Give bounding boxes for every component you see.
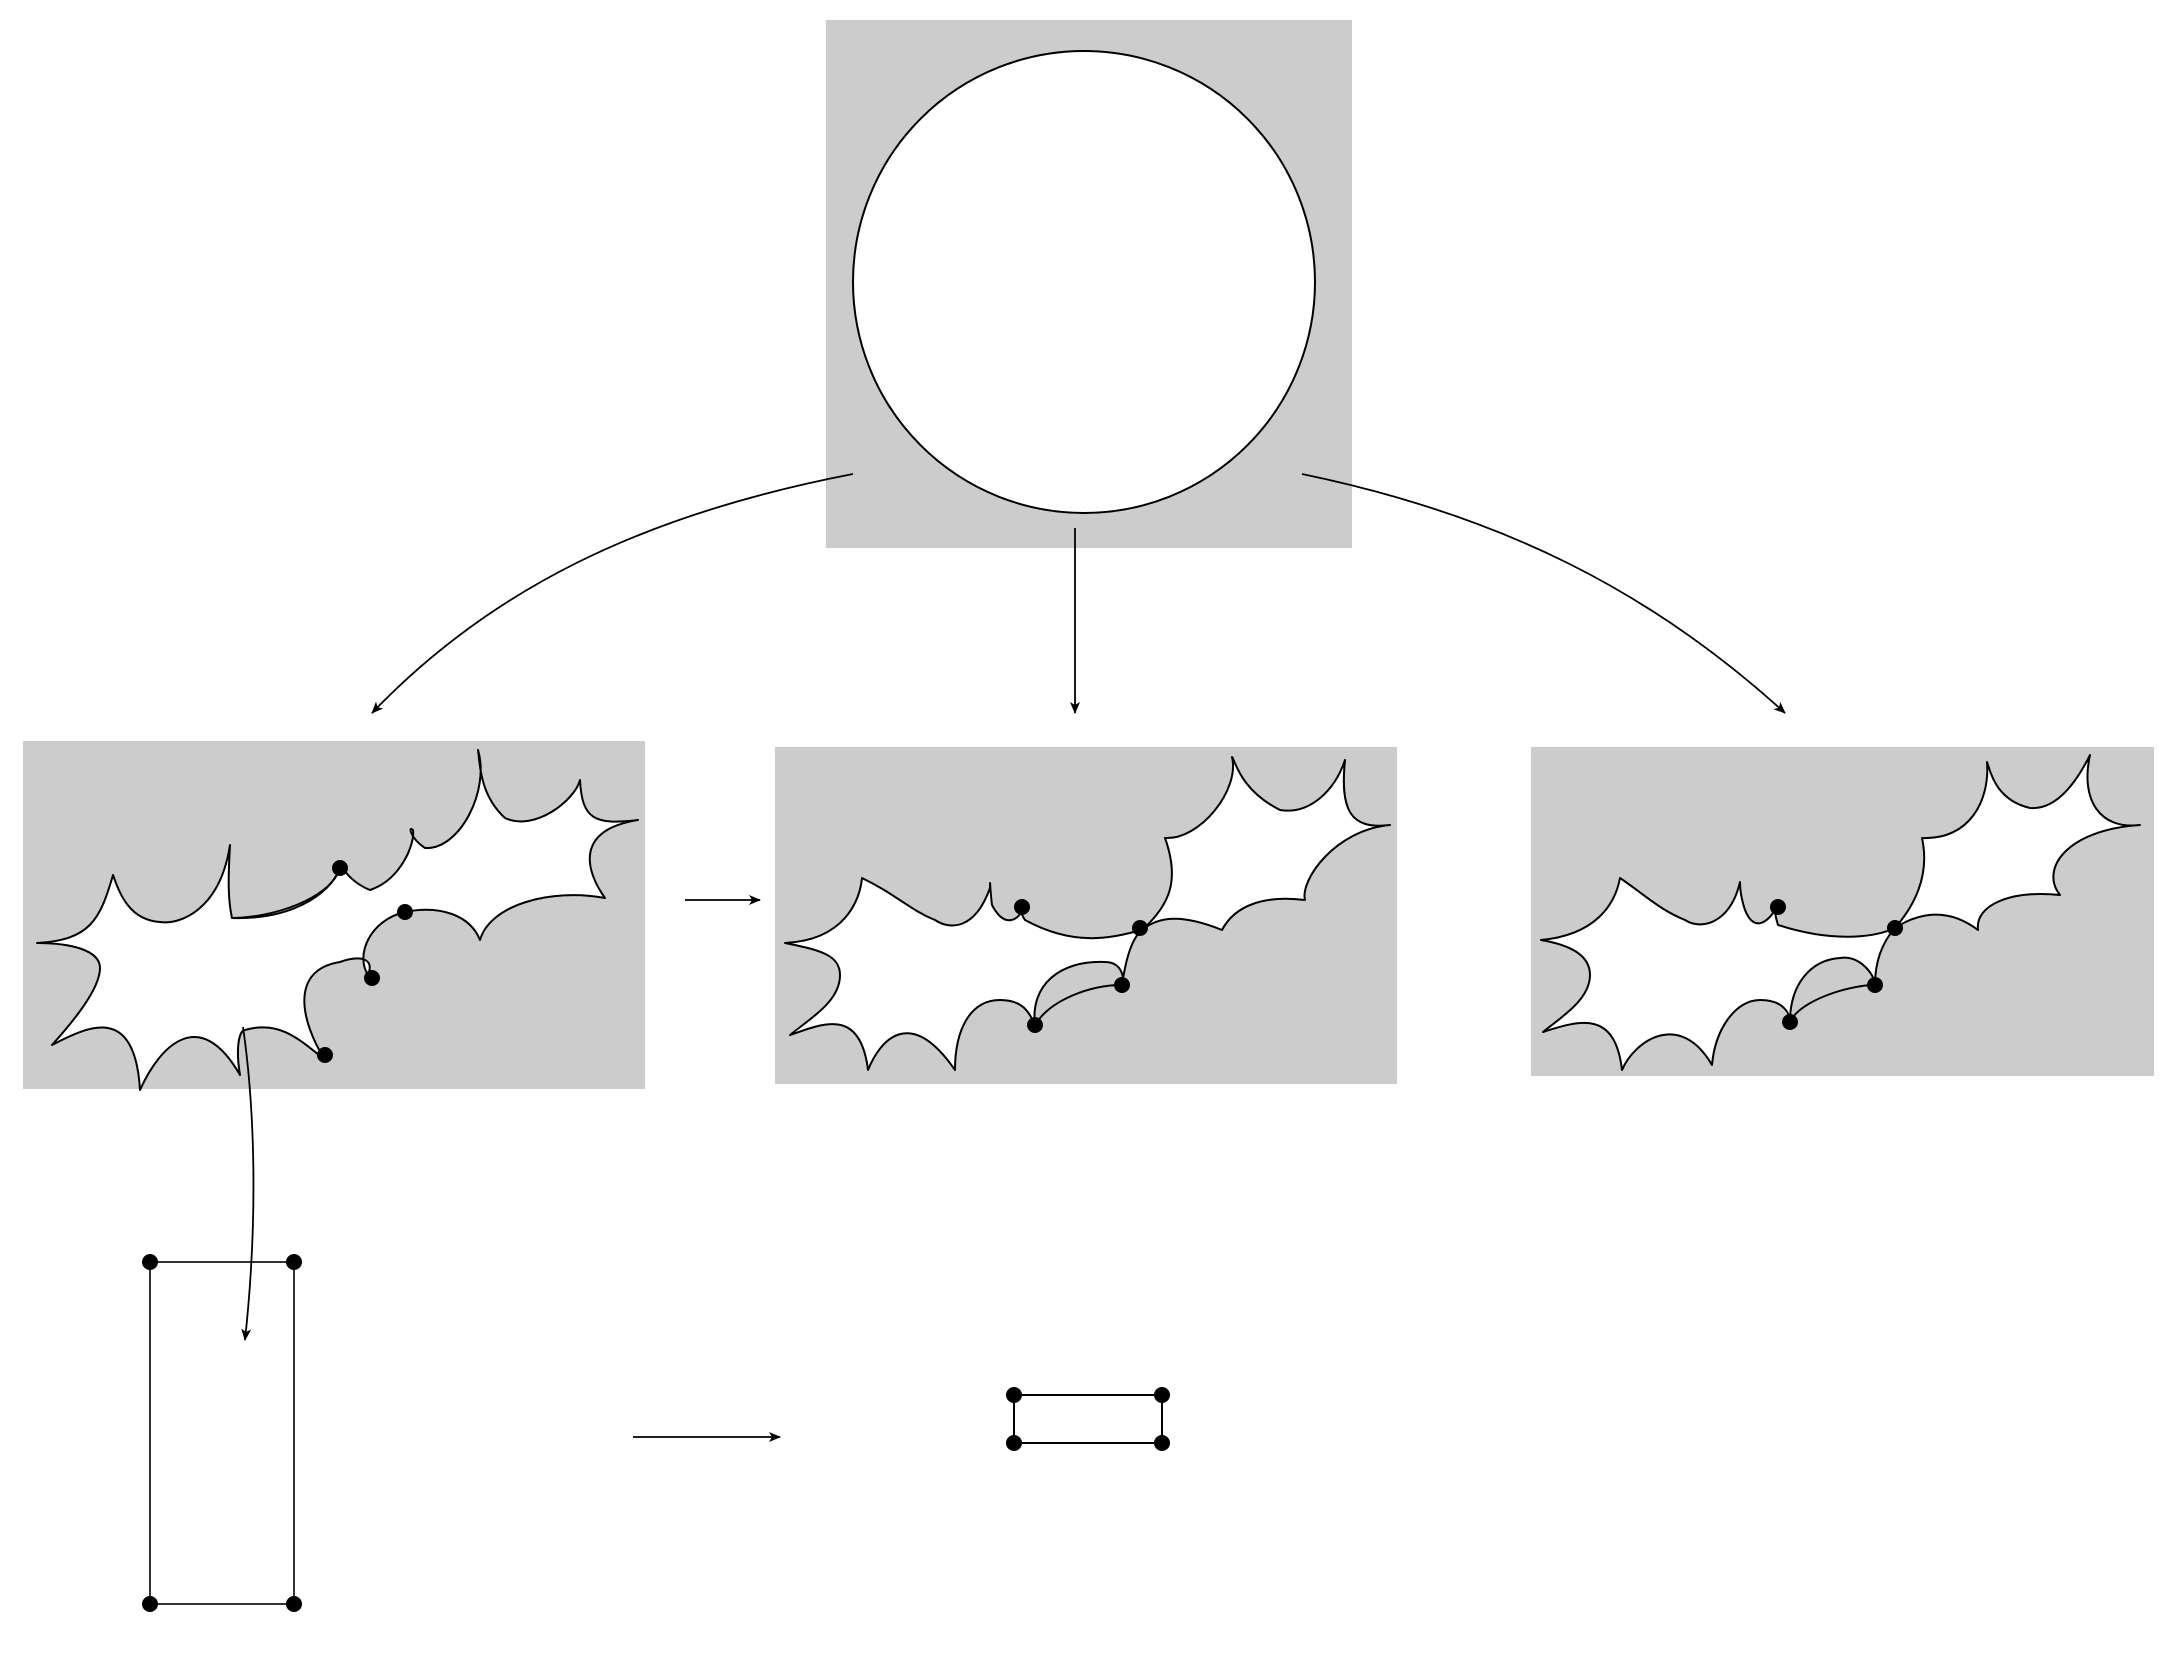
- middle-center-point-4: [1027, 1017, 1043, 1033]
- middle-left-point-4: [317, 1047, 333, 1063]
- flat-rectangle-corner-tl: [1006, 1387, 1022, 1403]
- flat-rectangle-corner-br: [1154, 1435, 1170, 1451]
- middle-right-point-4: [1782, 1014, 1798, 1030]
- middle-right-panel: [1531, 747, 2154, 1076]
- middle-left-point-3: [364, 970, 380, 986]
- middle-center-point-1: [1014, 899, 1030, 915]
- disk: [852, 50, 1316, 514]
- top-panel: [826, 20, 1352, 548]
- arrow-left-to-rectangle: [241, 1026, 255, 1341]
- middle-center-panel: [775, 747, 1397, 1084]
- tall-rectangle: [149, 1261, 295, 1605]
- tall-rectangle-corner-tr: [286, 1254, 302, 1270]
- middle-left-seam: [231, 867, 341, 920]
- middle-left-panel: [23, 741, 645, 1091]
- arrow-top-to-left: [371, 473, 854, 714]
- middle-right-point-2: [1887, 920, 1903, 936]
- middle-right-point-3: [1867, 977, 1883, 993]
- bottom-center-rectangle-group: [1006, 1387, 1170, 1451]
- middle-center-seam: [1034, 984, 1123, 1026]
- middle-left-point-2: [397, 904, 413, 920]
- middle-right-point-1: [1770, 899, 1786, 915]
- flat-rectangle-corner-bl: [1006, 1435, 1022, 1451]
- flat-rectangle: [1013, 1394, 1163, 1444]
- middle-center-point-2: [1132, 920, 1148, 936]
- middle-center-white-region: [784, 756, 1391, 1071]
- arrow-top-to-right: [1301, 473, 1786, 714]
- middle-right-white-region: [1540, 754, 2141, 1071]
- bottom-left-rectangle-group: [142, 1254, 302, 1612]
- flat-rectangle-corner-tr: [1154, 1387, 1170, 1403]
- tall-rectangle-corner-tl: [142, 1254, 158, 1270]
- middle-right-seam: [1789, 984, 1876, 1023]
- middle-left-point-1: [332, 860, 348, 876]
- middle-center-point-3: [1114, 977, 1130, 993]
- tall-rectangle-corner-br: [286, 1596, 302, 1612]
- tall-rectangle-corner-bl: [142, 1596, 158, 1612]
